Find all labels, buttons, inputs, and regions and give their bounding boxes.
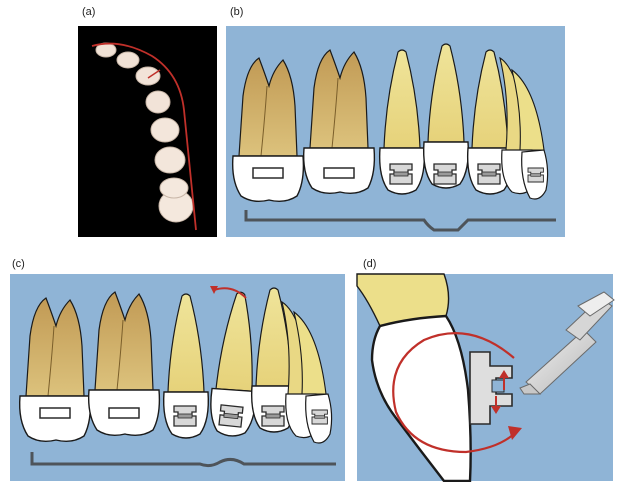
molar-tube-2 — [324, 168, 354, 178]
bracket-3 — [478, 164, 500, 184]
panel-a-background — [78, 26, 217, 237]
panel-d — [357, 274, 614, 481]
bracket-1 — [174, 406, 196, 426]
panel-c — [10, 274, 345, 481]
bracket-3 — [262, 406, 284, 426]
bracket-4 — [528, 168, 543, 182]
molar-tube-2 — [109, 408, 139, 418]
panel-b — [226, 26, 565, 237]
panel-a — [78, 26, 217, 237]
bracket-1 — [390, 164, 412, 184]
molar-tube-1 — [253, 168, 283, 178]
molar-tube-1 — [40, 408, 70, 418]
bracket-2 — [434, 164, 456, 184]
bracket-4 — [312, 410, 327, 424]
